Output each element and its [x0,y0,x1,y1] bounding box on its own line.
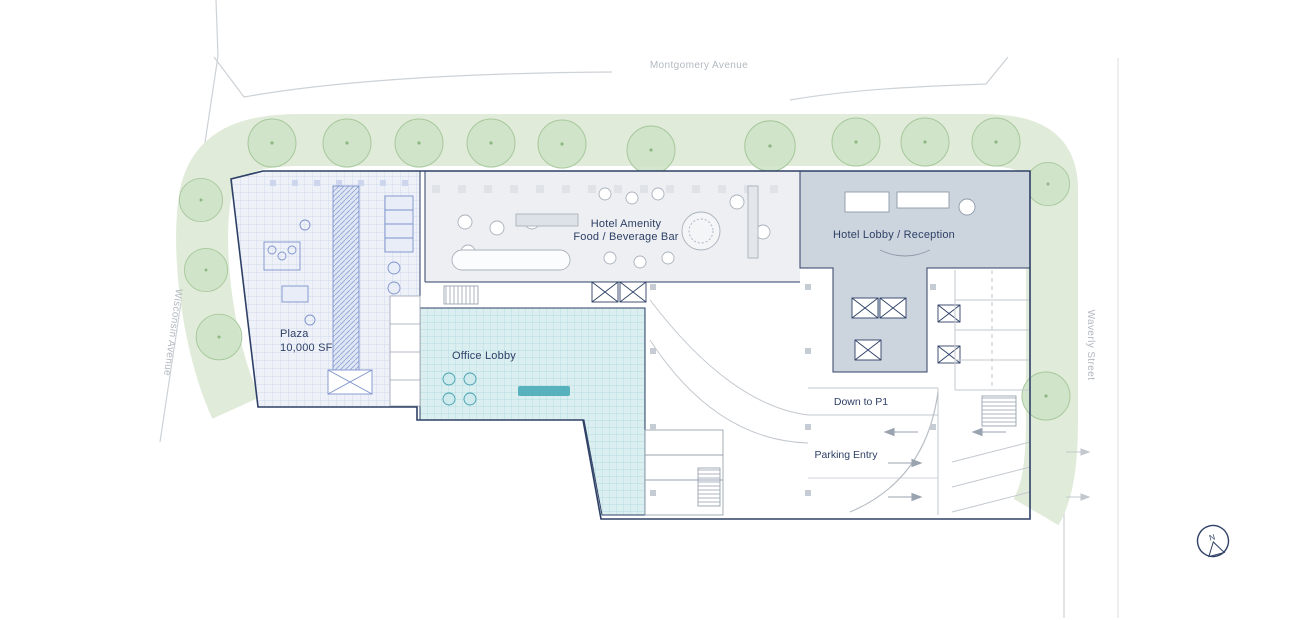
arrow-left-icon [883,427,918,437]
tree-icon [183,247,229,293]
parking-markings [649,270,1031,515]
street-direction-arrows [1066,448,1091,501]
parking-arrows [883,427,1006,502]
street-label-waverly: Waverly Street [1085,310,1096,381]
arrow-right-icon [1066,448,1091,456]
north-arrow-compass: N [1196,524,1230,558]
hotel-lobby-furniture [844,191,976,257]
label-office-lobby: Office Lobby [452,350,516,362]
arrow-right-icon [888,492,923,502]
tree-icon [744,120,796,172]
street-label-wisconsin: Wisconsin Avenue [161,288,184,377]
tree-icon [537,119,587,169]
tree-icon [178,177,224,223]
montgomery-road-edge-left [213,56,613,98]
north-triangle-icon [1208,541,1226,558]
plaza-furniture [263,180,420,395]
tree-icon [1025,161,1071,207]
office-furniture [442,372,570,406]
tree-icon [831,117,881,167]
tree-icon [394,118,444,168]
amenity-furniture [432,185,795,271]
tree-icon [247,118,297,168]
compass-north-label: N [1208,532,1216,542]
arrow-right-icon [1066,493,1091,501]
wisconsin-road-edge [159,0,219,443]
montgomery-road-edge-right [789,56,1009,101]
service-rooms [644,429,724,516]
plaza-side-rooms [389,295,421,407]
elevator-cores [591,281,961,364]
tree-icon [626,125,676,175]
label-down-to-p1: Down to P1 [834,396,888,408]
core-stairs [443,285,1017,507]
arrow-left-icon [971,427,1006,437]
building-outline [230,170,1031,520]
arrow-right-icon [888,458,923,468]
parking-columns [650,284,936,496]
tree-icon [900,117,950,167]
plaza-zone [231,171,420,407]
tree-icon [466,118,516,168]
office-lobby-zone [419,307,646,516]
tree-icon [322,118,372,168]
label-parking-entry: Parking Entry [814,449,878,461]
label-hotel-lobby: Hotel Lobby / Reception [833,229,955,241]
tree-icon [971,117,1021,167]
label-plaza-line2: 10,000 SF [280,342,333,354]
tree-icon [195,313,243,361]
label-hotel-amenity-line1: Hotel Amenity [591,218,662,230]
label-plaza-line1: Plaza [280,328,309,340]
label-hotel-amenity-line2: Food / Beverage Bar [573,231,678,243]
street-label-montgomery: Montgomery Avenue [650,60,748,71]
